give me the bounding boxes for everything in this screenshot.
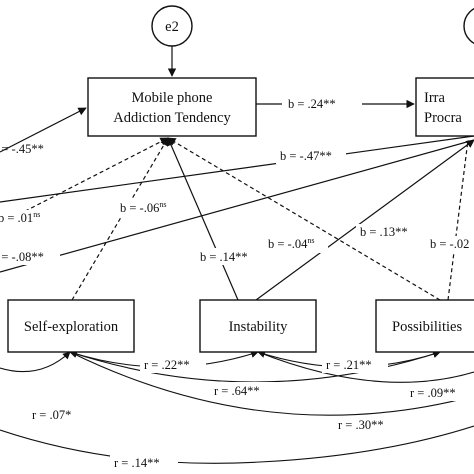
irr-label-line1: Irra: [424, 90, 445, 106]
possib-label: Possibilities: [392, 319, 462, 335]
correlation-curve-r4: [257, 351, 474, 383]
node-mobile-phone-addiction: Mobile phone Addiction Tendency: [87, 77, 257, 137]
instab-label: Instability: [229, 319, 289, 335]
path-coefficients: b = .24** b = -.45** b = -.47** b = -.06…: [0, 95, 474, 265]
arrow-irr-to-left: [0, 135, 474, 203]
node-instability: Instability: [199, 299, 317, 353]
coef-left-01: b = .01ns: [0, 210, 40, 225]
path-left-08: [0, 139, 474, 273]
dashed-path-left-01: [0, 137, 169, 225]
corr-r2: r = .21**: [326, 358, 372, 372]
coef-instab-to-irr: b = .13**: [360, 225, 408, 239]
corr-r1: r = .22**: [144, 358, 190, 372]
paths: [0, 46, 474, 301]
node-e2: e2: [151, 5, 193, 47]
dashed-path-possib-to-mpat: [167, 137, 441, 301]
irr-box: [415, 77, 474, 137]
coef-possib-to-irr: b = -.02: [430, 237, 469, 251]
node-self-exploration: Self-exploration: [7, 299, 135, 353]
correlation-curve-r7: [0, 425, 474, 464]
coef-irr-to-left: b = -.47**: [280, 149, 332, 163]
coef-instab-to-mpat: b = .14**: [200, 250, 248, 264]
correlation-curve-r5: [0, 351, 71, 373]
correlation-labels: r = .22** r = .21** r = .64** r = .09** …: [28, 356, 474, 471]
coef-left-to-mpat: b = -.45**: [0, 142, 44, 156]
possib-box: [375, 299, 474, 353]
e2-circle: [151, 5, 193, 47]
path-instab-to-mpat: [167, 137, 239, 301]
mpat-box: [87, 77, 257, 137]
node-irrational-procrastination: Irra Procra: [415, 77, 474, 137]
e3-circle-partial: [463, 7, 474, 45]
arrow-left-to-mpat: [0, 107, 87, 153]
correlation-curve-r6: [69, 351, 474, 416]
corr-r7: r = .14**: [114, 456, 160, 470]
corr-r4: r = .09**: [410, 386, 456, 400]
coef-mpat-to-irr: b = .24**: [288, 97, 336, 111]
corr-r3: r = .64**: [214, 384, 260, 398]
corr-r5: r = .07*: [32, 408, 71, 422]
mpat-label-line2: Addiction Tendency: [113, 110, 231, 126]
self-label: Self-exploration: [24, 319, 119, 335]
coef-self-to-mpat: b = -.06ns: [120, 200, 166, 215]
coef-possib-to-mpat: b = -.04ns: [268, 236, 314, 251]
instab-box: [199, 299, 317, 353]
dashed-path-self-to-mpat: [71, 137, 169, 301]
node-possibilities: Possibilities: [375, 299, 474, 353]
coef-left-08: b = -.08**: [0, 250, 44, 264]
corr-r6: r = .30**: [338, 418, 384, 432]
mpat-label-line1: Mobile phone: [132, 90, 213, 106]
e2-label: e2: [165, 19, 179, 35]
irr-label-line2: Procra: [424, 110, 462, 126]
dashed-path-possib-to-irr: [447, 139, 469, 301]
path-instab-to-irr: [255, 139, 474, 301]
self-box: [7, 299, 135, 353]
